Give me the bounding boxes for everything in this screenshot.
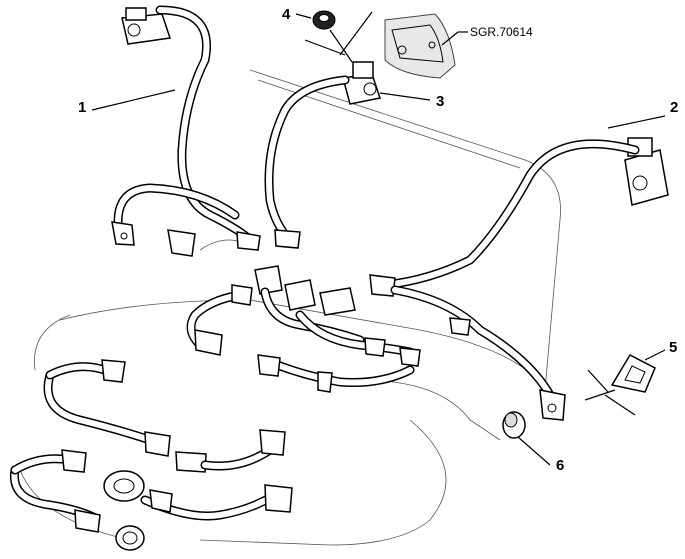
reference-code-label: SGR.70614 — [470, 25, 533, 39]
part-2-right-seat-belt: 2 — [369, 99, 678, 421]
centre-belt — [264, 75, 350, 249]
lower-belt-assemblies — [9, 359, 293, 551]
callout-6: 6 — [556, 457, 564, 474]
stud-line — [304, 39, 346, 56]
part-1-left-seat-belt: 1 — [78, 5, 261, 257]
stud-line — [339, 11, 373, 56]
part-5-belt-guide: 5 — [584, 339, 677, 416]
stud-line — [329, 29, 353, 63]
callout-4: 4 — [282, 6, 291, 23]
mounting-bracket-reference: SGR.70614 — [384, 13, 533, 79]
part-3-centre-retractor: 3 — [342, 61, 444, 110]
callout-1: 1 — [78, 99, 86, 116]
callout-5: 5 — [669, 339, 677, 356]
part-4-nut: 4 — [282, 6, 336, 30]
callout-2: 2 — [670, 99, 678, 116]
part-6-cap: 6 — [502, 411, 564, 474]
callout-3: 3 — [436, 93, 444, 110]
buckle-cluster — [186, 265, 421, 393]
